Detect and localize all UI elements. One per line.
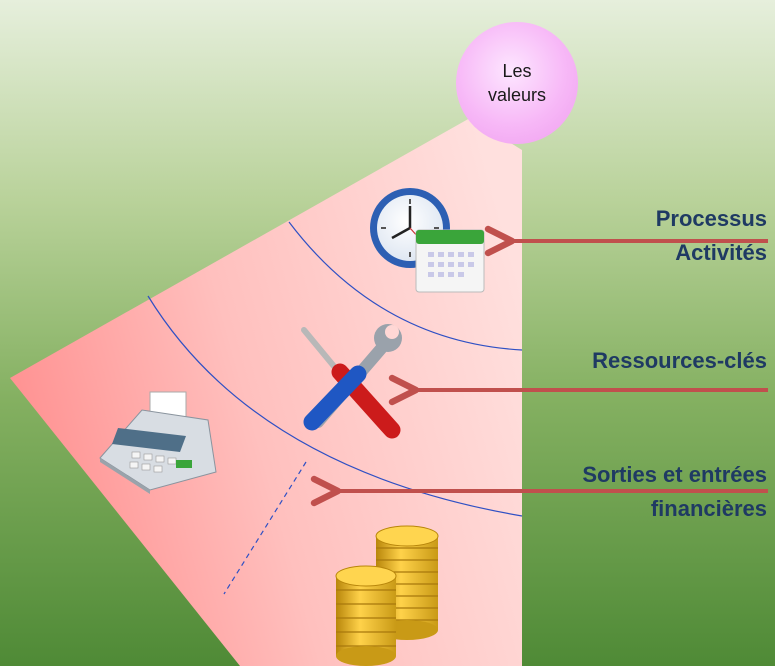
values-node: Les valeurs bbox=[456, 22, 578, 144]
label-processus-line2: Activités bbox=[675, 240, 767, 265]
label-processus-line1: Processus bbox=[655, 206, 767, 231]
label-ressources-line1: Ressources-clés bbox=[592, 348, 767, 373]
label-financieres: Sorties et entrées financières bbox=[582, 458, 767, 526]
label-ressources: Ressources-clés bbox=[592, 344, 767, 378]
divider-dashed bbox=[223, 461, 307, 595]
label-financieres-line2: financières bbox=[650, 496, 767, 521]
label-processus: Processus Activités bbox=[656, 202, 767, 270]
cash-register-icon bbox=[99, 391, 217, 494]
tools-icon bbox=[301, 324, 402, 439]
values-node-line1: Les bbox=[502, 61, 532, 81]
label-financieres-line1: Sorties et entrées bbox=[582, 462, 767, 487]
arc-processus bbox=[288, 221, 523, 351]
arc-ressources bbox=[147, 295, 523, 517]
coins-icon bbox=[335, 525, 439, 666]
clock-calendar-icon bbox=[370, 188, 485, 293]
values-node-line2: valeurs bbox=[487, 85, 547, 105]
